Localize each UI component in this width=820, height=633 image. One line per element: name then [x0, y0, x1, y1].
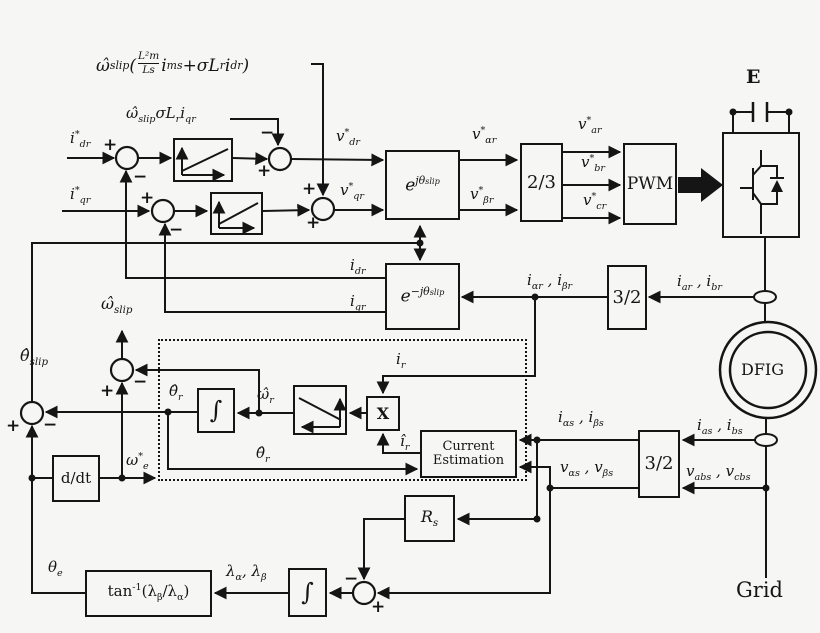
integral-symbol: ∫ [209, 396, 223, 425]
current-estimation-label-2: Estimation [432, 453, 505, 468]
omega-slip-sum-plus-sign: + [100, 381, 115, 401]
sum2q-plus-top-sign: + [302, 179, 317, 199]
idr-reference-label: i*dr [70, 129, 91, 150]
omega-e-reference-label: ω*e [126, 451, 149, 472]
pi-controller-icon [212, 200, 259, 235]
rotation-ejtheta-block: ejθslip [385, 150, 460, 220]
integrator-rotor-angle-block: ∫ [197, 388, 235, 433]
vbr-reference-label: v*br [581, 153, 606, 174]
current-sensor-icon [754, 433, 778, 447]
derivative-block: d/dt [52, 455, 100, 502]
rs-label: Rs [420, 506, 439, 529]
ialphar-ibetar-label: iαr , iβr [527, 271, 573, 292]
flux-alpha-beta-label: λα, λβ [226, 562, 267, 583]
dfig-label: DFIG [741, 360, 785, 379]
omega-r-estimate-label: ω̂r [257, 385, 274, 406]
multiplier-label: X [376, 403, 390, 423]
dc-link-capacitor-icon [729, 102, 793, 132]
rotor-converter-block [722, 132, 800, 238]
summing-junctions [19, 145, 377, 606]
sum1q-plus-sign: + [140, 188, 155, 208]
integrator-flux-block: ∫ [288, 568, 327, 617]
valphas-vbetas-label: vαs , vβs [560, 458, 614, 479]
arctan-label: tan-1(λβ/λα) [107, 582, 190, 604]
arctan-block: tan-1(λβ/λα) [85, 570, 212, 617]
dfig-machine-icon [718, 320, 818, 420]
grid-label: Grid [736, 578, 783, 602]
junction-dots [28, 239, 770, 523]
theta-slip-sum-plus-sign: + [6, 416, 21, 436]
theta-r-feedback-label: θ̂r [256, 444, 270, 465]
current-sensor-icon [753, 290, 777, 304]
vabs-vcbs-label: vabs , vcbs [686, 462, 751, 483]
theta-slip-sum-minus-sign: − [43, 415, 58, 435]
pwm-label: PWM [626, 173, 674, 194]
integral-symbol: ∫ [301, 578, 314, 607]
multiplier-block: X [366, 396, 400, 431]
sum1d-plus-sign: + [103, 135, 118, 155]
vdr-reference-label: v*dr [336, 127, 361, 148]
estimation-subsystem-region [158, 339, 527, 481]
iqr-reference-label: i*qr [70, 185, 91, 206]
theta-slip-output-label: θ̂slip [20, 346, 48, 369]
sum2d-minus-sign: − [260, 123, 275, 143]
pi-controller-icon [175, 146, 229, 182]
flux-sum-plus-sign: + [371, 597, 386, 617]
rotation-e-minus-jtheta-block: e−jθslip [385, 263, 460, 330]
rs-gain-block: Rs [404, 495, 455, 542]
valphar-reference-label: v*αr [472, 125, 497, 146]
three-two-stator-block: 3/2 [638, 430, 680, 498]
pwm-output-arrow [678, 168, 723, 202]
theta-e-label: θe [48, 558, 63, 579]
theta-r-estimate-label: θ̂r [169, 382, 183, 403]
pi-controller-q-block [210, 192, 263, 235]
flux-sum-minus-sign: − [344, 569, 359, 589]
three-two-rotor-label: 3/2 [612, 286, 642, 308]
rotor-current-estimate-label: îr [400, 432, 410, 453]
ddt-label: d/dt [60, 469, 92, 488]
pi-estimator-block [293, 385, 347, 435]
pwm-block: PWM [623, 143, 677, 225]
sum2q-plus-bottom-sign: + [306, 213, 321, 233]
pi-controller-icon [298, 397, 347, 434]
ejtheta-label: ejθslip [405, 173, 440, 196]
vqr-reference-label: v*qr [340, 181, 365, 202]
idr-signal-label: idr [350, 256, 366, 277]
sum2d-plus-sign: + [257, 161, 272, 181]
current-estimation-label-1: Current [442, 438, 495, 454]
three-two-stator-label: 3/2 [644, 453, 674, 475]
omega-slip-sum-minus-sign: − [133, 372, 148, 392]
dc-link-voltage-label: E [746, 66, 761, 88]
current-estimation-block: Current Estimation [420, 430, 517, 478]
rotor-current-label: ir [396, 350, 406, 371]
e-minus-jtheta-label: e−jθslip [400, 285, 445, 307]
d-axis-compensation-label: ω̂slipσLriqr [126, 104, 196, 125]
three-two-rotor-block: 3/2 [607, 265, 647, 330]
var-reference-label: v*ar [578, 115, 602, 136]
sum1q-minus-sign: − [169, 220, 184, 240]
sum1d-minus-sign: − [133, 167, 148, 187]
ias-ibs-label: ias , ibs [697, 416, 743, 437]
vcr-reference-label: v*cr [583, 191, 607, 212]
iar-ibr-label: iar , ibr [677, 272, 722, 293]
vbetar-reference-label: v*βr [470, 185, 494, 206]
igbt-icon [740, 150, 784, 234]
omega-slip-output-label: ω̂slip [101, 294, 133, 317]
two-three-transform-block: 2/3 [520, 143, 563, 222]
iqr-signal-label: iqr [350, 292, 366, 313]
ialphas-ibetas-label: iαs , iβs [558, 408, 604, 429]
pi-controller-d-block [173, 138, 233, 182]
two-three-label: 2/3 [527, 171, 556, 193]
